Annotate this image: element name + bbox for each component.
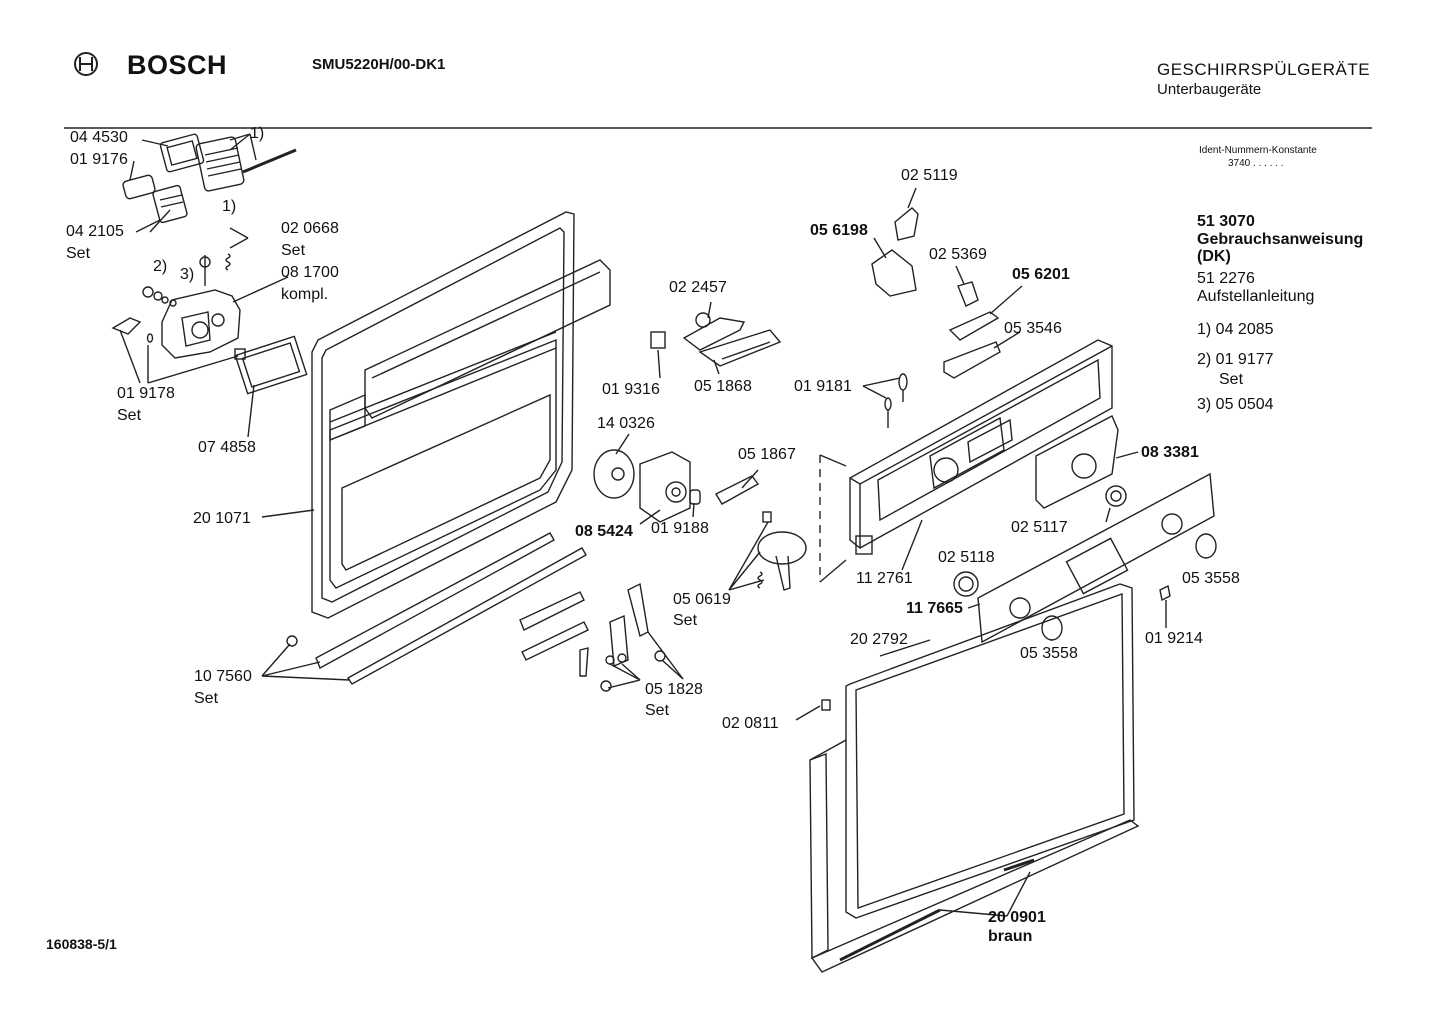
outer-door-panel xyxy=(809,583,1140,973)
panel-insert xyxy=(1035,415,1119,509)
part-label: 02 0668 xyxy=(281,220,339,237)
bottom-rail xyxy=(286,532,587,685)
bosch-logo-icon xyxy=(74,52,98,76)
part-label: 02 5369 xyxy=(929,246,987,263)
part-label: 05 1868 xyxy=(694,378,752,395)
front-fascia xyxy=(953,472,1217,644)
part-label: 20 2792 xyxy=(850,631,908,648)
manual-language: (DK) xyxy=(1197,248,1231,265)
set-label: Set xyxy=(673,612,698,629)
part-label: 05 3558 xyxy=(1182,570,1240,587)
model-number: SMU5220H/00-DK1 xyxy=(312,56,446,73)
part-label: 02 5119 xyxy=(901,167,958,184)
part-label: 02 5117 xyxy=(1011,519,1068,536)
footnote-1: 1) 04 2085 xyxy=(1197,321,1274,338)
part-label: 02 0811 xyxy=(722,715,779,732)
part-label: 20 0901 xyxy=(988,909,1046,926)
part-label: 11 2761 xyxy=(856,570,913,587)
part-label: 07 4858 xyxy=(198,439,256,456)
center-parts xyxy=(519,312,807,692)
footnote-ref: 3) xyxy=(180,266,195,283)
color-label: braun xyxy=(988,928,1033,945)
install-number: 51 2276 xyxy=(1197,270,1255,287)
set-label: Set xyxy=(645,702,670,719)
part-label: 04 2105 xyxy=(66,223,124,240)
part-label: 14 0326 xyxy=(597,415,655,432)
part-label: 01 9181 xyxy=(794,378,852,395)
part-label: 05 3546 xyxy=(1004,320,1062,337)
control-panel-frame xyxy=(819,339,1113,583)
part-label: 05 6201 xyxy=(1012,266,1070,283)
category-subtitle: Unterbaugeräte xyxy=(1157,81,1262,98)
part-label: 01 9214 xyxy=(1145,630,1203,647)
part-label: 01 9176 xyxy=(70,151,128,168)
ident-value: 3740 . . . . . . xyxy=(1228,158,1284,169)
category-title: GESCHIRRSPÜLGERÄTE xyxy=(1157,60,1371,79)
set-label: Set xyxy=(117,407,142,424)
footnote-ref: 1) xyxy=(222,198,237,215)
part-label: 08 3381 xyxy=(1141,444,1199,461)
part-label: 01 9188 xyxy=(651,520,709,537)
footnote-ref: 2) xyxy=(153,258,168,275)
set-label: Set xyxy=(66,245,91,262)
brand-name: BOSCH xyxy=(127,50,228,80)
part-label: 20 1071 xyxy=(193,510,251,527)
part-label: 04 4530 xyxy=(70,129,128,146)
footnote-3: 3) 05 0504 xyxy=(1197,396,1274,413)
part-label: 05 6198 xyxy=(810,222,868,239)
manual-number: 51 3070 xyxy=(1197,213,1255,230)
part-label: 01 9178 xyxy=(117,385,175,402)
part-label: 01 9316 xyxy=(602,381,660,398)
footnote-2-set: Set xyxy=(1219,371,1244,388)
part-label: 11 7665 xyxy=(906,600,963,617)
right-upper-parts xyxy=(871,207,1001,428)
footnote-ref: 1) xyxy=(250,125,265,142)
install-title: Aufstellanleitung xyxy=(1197,288,1315,305)
vent-grille-group xyxy=(122,133,297,224)
ident-label: Ident-Nummern-Konstante xyxy=(1199,145,1317,156)
manual-title: Gebrauchsanweisung xyxy=(1197,231,1364,248)
part-label: 05 1828 xyxy=(645,681,703,698)
set-label: Set xyxy=(281,242,306,259)
drawing-number: 160838-5/1 xyxy=(46,936,117,952)
part-label: 10 7560 xyxy=(194,668,252,685)
part-label: 08 1700 xyxy=(281,264,339,281)
part-label: 02 5118 xyxy=(938,549,995,566)
part-label: 02 2457 xyxy=(669,279,727,296)
footnote-2: 2) 01 9177 xyxy=(1197,351,1274,368)
part-label: 05 3558 xyxy=(1020,645,1078,662)
kompl-label: kompl. xyxy=(281,286,329,303)
part-label: 08 5424 xyxy=(575,523,633,540)
part-label: 05 0619 xyxy=(673,591,731,608)
inner-door-panel xyxy=(311,211,611,619)
part-label: 05 1867 xyxy=(738,446,796,463)
set-label: Set xyxy=(194,690,219,707)
control-assembly xyxy=(111,253,246,360)
